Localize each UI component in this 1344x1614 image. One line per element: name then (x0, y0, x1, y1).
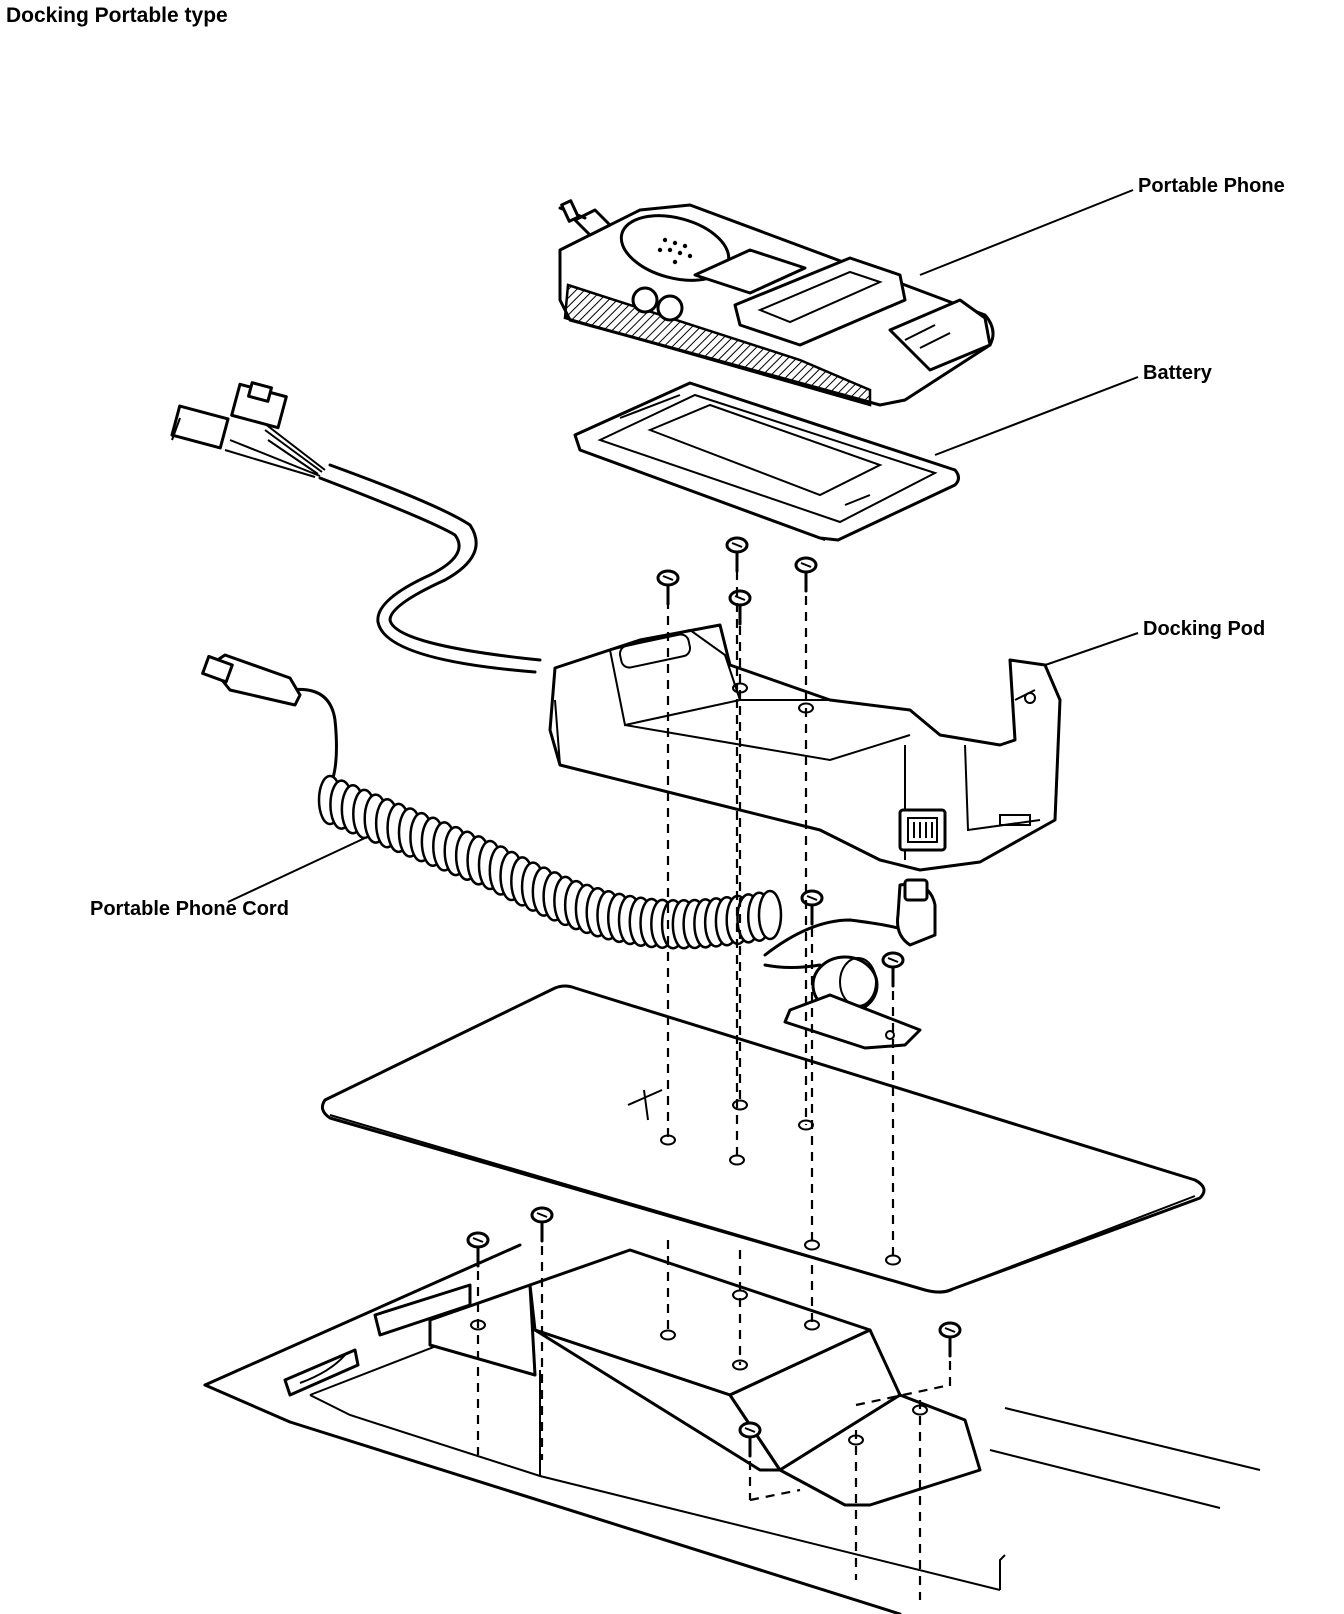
page-title: Docking Portable type (6, 4, 228, 27)
screw (656, 569, 680, 606)
label-docking-pod: Docking Pod (1143, 618, 1266, 640)
hole (798, 702, 814, 714)
cord-coil (757, 889, 783, 941)
screw (881, 951, 905, 988)
hole (729, 1154, 745, 1166)
hole (470, 1319, 486, 1331)
hole (912, 1404, 928, 1416)
hole (732, 682, 748, 694)
screw (728, 589, 752, 626)
hole (732, 1099, 748, 1111)
label-battery: Battery (1143, 362, 1212, 384)
mounting-holes (470, 682, 928, 1446)
screw (725, 536, 749, 573)
wiring-harness (170, 381, 542, 674)
hole (660, 1329, 676, 1341)
mounting-bracket (428, 1248, 982, 1507)
hole (732, 1289, 748, 1301)
label-portable-phone-cord: Portable Phone Cord (90, 898, 289, 920)
hole (848, 1434, 864, 1446)
hole (885, 1254, 901, 1266)
hole (732, 1359, 748, 1371)
label-portable-phone: Portable Phone (1138, 175, 1285, 197)
hole (804, 1319, 820, 1331)
portable-phone-cord (201, 653, 937, 1050)
alignment-lines (476, 555, 952, 1600)
hole (660, 1134, 676, 1146)
battery (573, 381, 960, 542)
earpiece-holes (657, 237, 693, 265)
hole (804, 1239, 820, 1251)
screw (466, 1231, 490, 1268)
mounting-plate (320, 984, 1206, 1294)
portable-phone (558, 199, 995, 407)
hole (798, 1119, 814, 1131)
